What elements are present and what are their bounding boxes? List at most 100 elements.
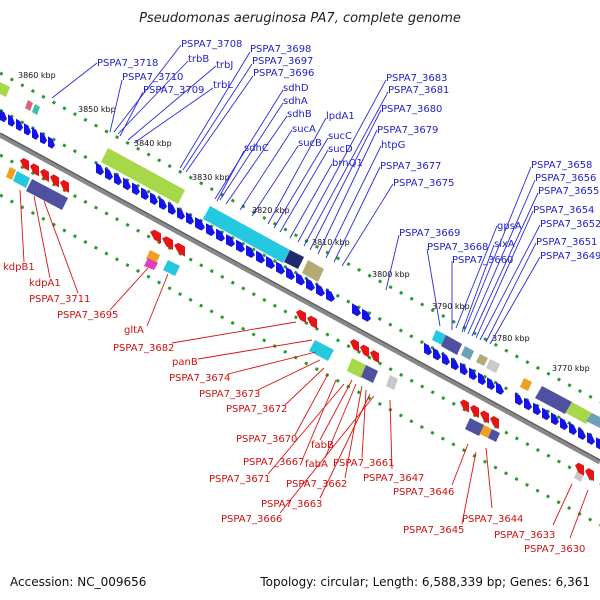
gene-label: PSPA7_3654 (533, 205, 594, 216)
label-leader (109, 79, 123, 133)
gene-label: PSPA7_3658 (531, 160, 592, 171)
forward-gene-arrow (496, 382, 504, 395)
gene-label: PSPA7_3630 (524, 544, 585, 555)
forward-gene-arrow (48, 136, 55, 149)
forward-gene-arrow (150, 192, 158, 205)
label-leader (239, 129, 293, 211)
label-leader (273, 137, 329, 229)
gene-label: gpsA (497, 221, 522, 232)
label-leader (319, 379, 353, 441)
gene-label: lpdA1 (326, 111, 355, 122)
forward-gene-arrow (256, 250, 265, 264)
gene-label: PSPA7_3675 (393, 178, 454, 189)
label-leader (426, 248, 441, 327)
forward-gene-arrow (524, 397, 532, 411)
label-leader (467, 179, 536, 335)
forward-gene-labels: PSPA7_3718 PSPA7_3708 trbB trbJ PSPA7_37… (51, 39, 600, 345)
gene-label: trbJ (216, 60, 233, 71)
forward-gene-arrow (186, 212, 194, 225)
reverse-gene-arrow (162, 236, 173, 250)
label-leader (19, 189, 25, 263)
reverse-gene-arrow (360, 344, 369, 358)
forward-gene-arrow (362, 308, 371, 322)
label-leader (317, 129, 378, 255)
label-leader (475, 210, 534, 339)
label-leader (214, 89, 284, 200)
gene-label: sdhB (287, 109, 312, 120)
forward-gene-arrow (578, 427, 586, 440)
label-leader (51, 62, 98, 99)
kbp-label: 3770 kbp (552, 364, 590, 373)
label-leader (251, 145, 299, 217)
forward-gene-arrow (24, 123, 31, 136)
cog-block (586, 413, 600, 428)
summary-text: Topology: circular; Length: 6,588,339 bp… (259, 575, 590, 589)
gene-label: PSPA7_3670 (236, 434, 297, 445)
gene-label: PSPA7_3672 (226, 404, 287, 415)
forward-gene-arrow (515, 392, 523, 406)
gene-label: kdpA1 (29, 278, 61, 289)
kbp-label: 3860 kbp (18, 71, 56, 80)
forward-gene-arrows (0, 110, 600, 450)
label-leader (552, 483, 573, 526)
label-leader (133, 87, 214, 144)
gene-label: PSPA7_3695 (57, 310, 118, 321)
forward-gene-arrow (123, 177, 131, 191)
map-title: Pseudomonas aeruginosa PA7, complete gen… (139, 11, 461, 26)
gene-label: sucB (298, 138, 322, 149)
cog-block (32, 104, 40, 115)
label-leader (455, 225, 498, 329)
cog-block (284, 250, 304, 269)
cog-block (535, 386, 572, 414)
reverse-gene-arrow (460, 399, 469, 413)
forward-gene-arrow (596, 437, 600, 450)
forward-gene-arrow (40, 132, 47, 145)
label-leader (471, 192, 539, 337)
forward-gene-arrow (286, 267, 295, 280)
label-leader (171, 321, 297, 344)
label-leader (257, 359, 321, 391)
label-leader (279, 395, 375, 514)
cog-block (26, 179, 68, 210)
forward-gene-arrow (460, 362, 468, 376)
reverse-gene-arrow (150, 229, 161, 244)
label-leader (461, 244, 495, 333)
forward-gene-arrow (105, 167, 113, 181)
gene-label: sucC (328, 131, 352, 142)
reverse-gene-arrow (50, 174, 59, 188)
label-leader (489, 256, 541, 345)
cog-block (465, 418, 484, 436)
label-leader (267, 383, 345, 475)
forward-gene-arrow (141, 187, 149, 200)
forward-gene-arrow (326, 289, 335, 302)
gene-label: gltA (124, 325, 144, 336)
gene-label: PSPA7_3662 (286, 479, 347, 490)
gene-label: PSPA7_3663 (261, 499, 322, 510)
forward-gene-arrow (306, 278, 315, 291)
cog-block (441, 335, 462, 355)
backbone (0, 132, 600, 465)
forward-cog-blocks (0, 82, 600, 428)
label-leader (179, 51, 251, 169)
reverse-gene-arrow (30, 163, 39, 177)
label-leader (361, 389, 367, 459)
label-leader (302, 379, 337, 459)
forward-gene-arrow (177, 207, 185, 220)
label-leader (33, 195, 51, 279)
reverse-gene-arrow (480, 410, 489, 424)
genome-backbone (0, 132, 600, 465)
forward-gene-arrow (469, 367, 477, 381)
reverse-cog-blocks (6, 167, 585, 482)
label-leader (297, 79, 387, 243)
gene-label: sucA (292, 124, 316, 135)
cog-block (144, 258, 158, 270)
gene-label: PSPA7_3709 (143, 85, 204, 96)
forward-gene-arrow (560, 417, 568, 431)
forward-gene-arrow (533, 402, 541, 416)
label-leader (333, 166, 381, 263)
cog-block (432, 330, 446, 345)
reverse-gene-arrow (575, 462, 584, 476)
label-leader (279, 149, 329, 233)
label-leader (182, 63, 253, 171)
accession-text: Accession: NC_009656 (10, 575, 146, 589)
